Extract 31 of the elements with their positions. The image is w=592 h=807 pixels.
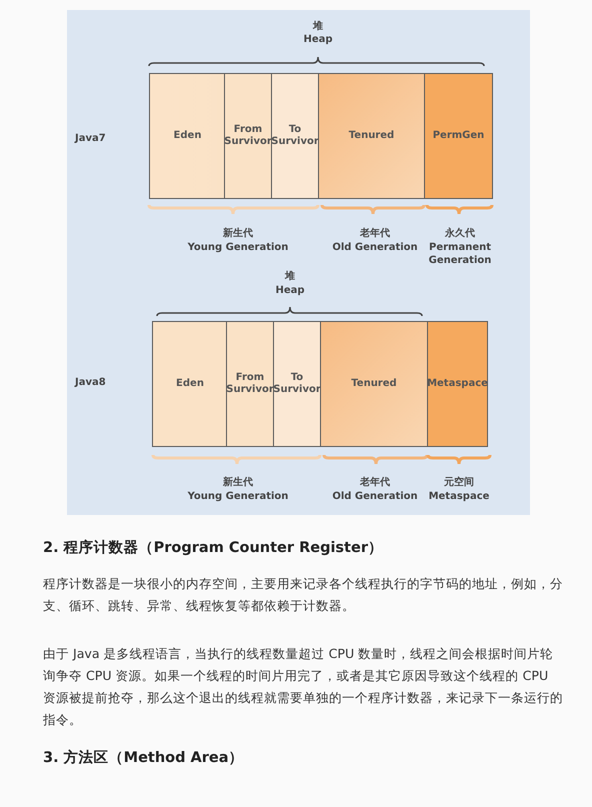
brace-label: 新生代 <box>222 227 254 240</box>
brace-label: Old Generation <box>331 490 419 503</box>
memory-block: Tenured <box>318 73 425 199</box>
brace-label: 永久代 <box>444 227 476 240</box>
brace-label: Heap <box>274 284 306 297</box>
memory-block: PermGen <box>424 73 493 199</box>
section-heading: 2. 程序计数器（Program Counter Register） <box>43 538 384 557</box>
brace-label: Old Generation <box>331 241 419 254</box>
memory-block: To Survivor <box>273 321 321 447</box>
memory-block: Eden <box>152 321 228 447</box>
brace-label: Metaspace <box>428 490 490 503</box>
memory-block: Tenured <box>320 321 428 447</box>
brace-label: 元空间 <box>443 476 475 489</box>
section-heading: 3. 方法区（Method Area） <box>43 748 245 767</box>
memory-block: From Survivor <box>224 73 272 199</box>
brace-label: Permanent Generation <box>428 241 492 267</box>
brace-label: Heap <box>302 33 334 46</box>
brace-label: 老年代 <box>359 227 391 240</box>
brace-label: 新生代 <box>222 476 254 489</box>
row-label: Java8 <box>75 376 107 389</box>
brace-label: 堆 <box>312 20 324 33</box>
memory-block: Eden <box>149 73 226 199</box>
brace-label: Young Generation <box>186 241 290 254</box>
brace-label: Young Generation <box>186 490 290 503</box>
memory-block: To Survivor <box>271 73 319 199</box>
brace-label: 堆 <box>284 270 296 283</box>
paragraph: 由于 Java 是多线程语言，当执行的线程数量超过 CPU 数量时，线程之间会根据时间片轮询争夺 CPU 资源。如果一个线程的时间片用完了，或者是其它原因导致这个线程的 CPU 资源被提前抢夺，那么这个退出的线程就需要单独的一个程序计数器，来记录下一条运行的指令。 <box>43 645 564 729</box>
brace-label: 老年代 <box>359 476 391 489</box>
memory-block: From Survivor <box>226 321 274 447</box>
paragraph: 程序计数器是一块很小的内存空间，主要用来记录各个线程执行的字节码的地址，例如，分支、循环、跳转、异常、线程恢复等都依赖于计数器。 <box>43 575 564 615</box>
row-label: Java7 <box>75 132 107 145</box>
